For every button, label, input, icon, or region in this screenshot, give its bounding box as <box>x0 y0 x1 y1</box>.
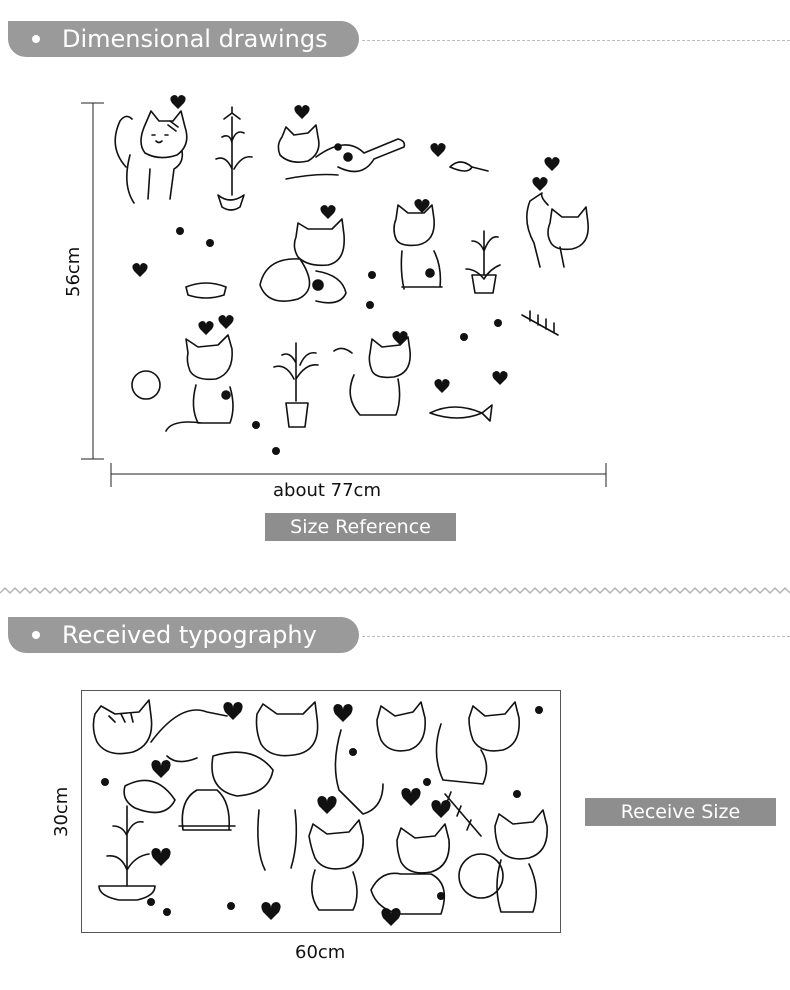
header-divider <box>362 636 790 637</box>
width-label-60: 60cm <box>295 942 346 963</box>
cat-wall-decal-sheet-icon <box>81 690 561 933</box>
bullet-icon <box>32 35 40 43</box>
cat-wall-decal-icon <box>81 95 607 487</box>
height-label-30: 30cm <box>51 786 72 837</box>
size-reference-badge: Size Reference <box>265 513 456 541</box>
section-title: Dimensional drawings <box>62 25 328 53</box>
receive-size-badge: Receive Size <box>585 798 776 826</box>
section-header-received: Received typography <box>8 617 359 653</box>
section-separator <box>0 586 790 595</box>
width-label-77: about 77cm <box>273 480 381 501</box>
height-label-56: 56cm <box>63 246 84 297</box>
section-header-dimensional: Dimensional drawings <box>8 21 359 57</box>
header-divider <box>362 40 790 41</box>
bullet-icon <box>32 631 40 639</box>
section-title: Received typography <box>62 621 317 649</box>
